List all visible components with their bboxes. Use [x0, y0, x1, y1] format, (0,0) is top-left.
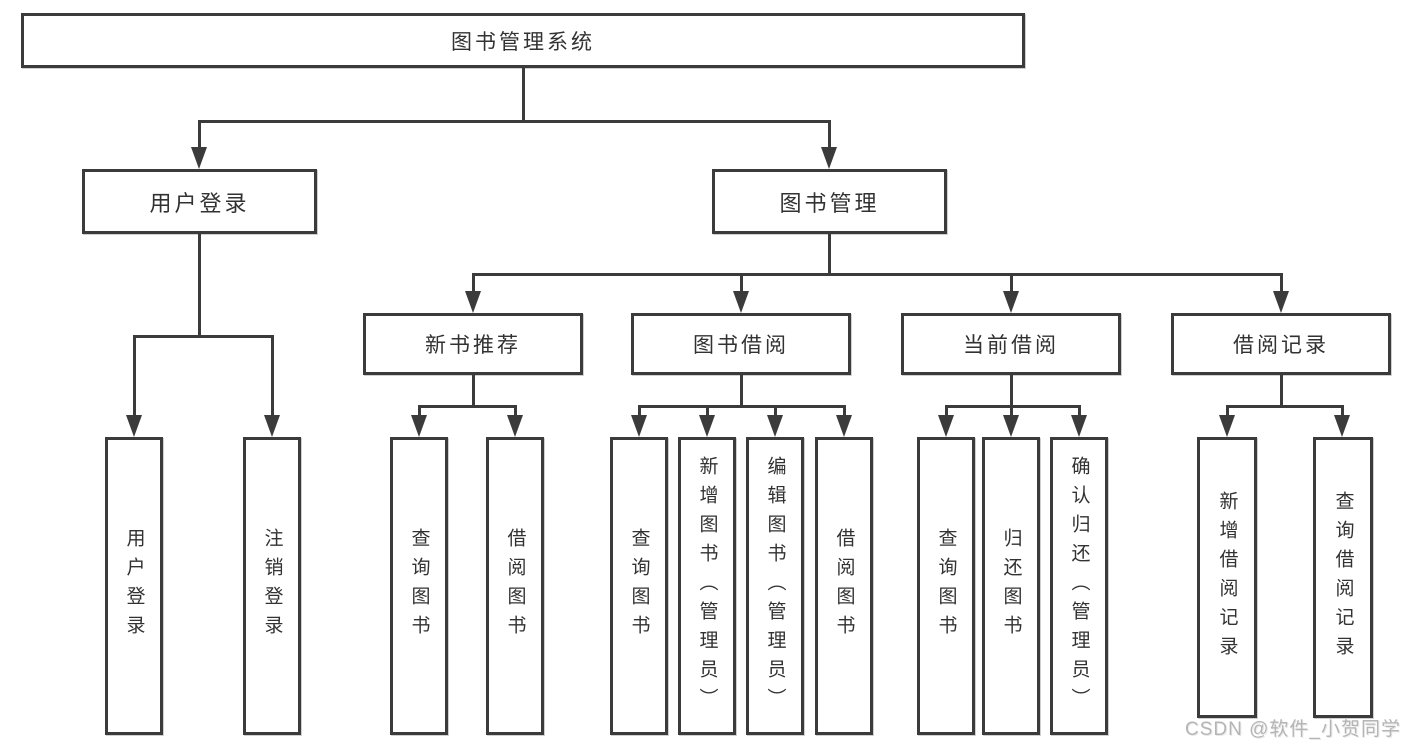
connector-recommend-arm-2	[513, 405, 517, 416]
leaf-recommend-query-book-label: 查询图书	[408, 528, 430, 644]
arrow-down-icon	[767, 415, 783, 437]
connector-l3-spine	[471, 273, 1283, 276]
node-book-borrow: 图书借阅	[631, 313, 851, 375]
leaf-current-query-book-label: 查询图书	[935, 528, 957, 644]
arrow-down-icon	[191, 147, 207, 169]
arrow-down-icon	[938, 415, 954, 437]
arrow-down-icon	[1334, 415, 1350, 437]
leaf-add-book-admin-label: 新增图书（管理员）	[696, 455, 718, 717]
node-new-book-recommend: 新书推荐	[363, 313, 583, 375]
leaf-logout-label: 注销登录	[261, 528, 283, 644]
connector-l3-arm-2	[739, 273, 743, 292]
connector-current-arm-2	[1009, 405, 1013, 416]
connector-login-arm-1	[132, 335, 136, 416]
arrow-down-icon	[836, 415, 852, 437]
leaf-recommend-borrow-book-label: 借阅图书	[504, 528, 526, 644]
leaf-borrow-book-label: 借阅图书	[833, 528, 855, 644]
connector-login-arm-2	[270, 335, 274, 416]
connector-bookborrow-arm-1	[637, 405, 641, 416]
leaf-query-borrow-record: 查询借阅记录	[1313, 437, 1373, 718]
node-borrow-records: 借阅记录	[1171, 313, 1391, 375]
leaf-confirm-return-admin-label: 确认归还（管理员）	[1068, 455, 1090, 717]
connector-current-split	[944, 405, 1081, 408]
leaf-confirm-return-admin: 确认归还（管理员）	[1050, 437, 1108, 735]
arrow-down-icon	[465, 291, 481, 313]
arrow-down-icon	[1003, 415, 1019, 437]
leaf-return-book-label: 归还图书	[1000, 528, 1022, 644]
leaf-query-borrow-record-label: 查询借阅记录	[1332, 490, 1354, 665]
arrow-down-icon	[264, 415, 280, 437]
leaf-borrow-query-book: 查询图书	[610, 437, 668, 735]
connector-l3-arm-4	[1279, 273, 1283, 292]
connector-records-arm-1	[1225, 405, 1229, 416]
leaf-user-login: 用户登录	[105, 437, 163, 735]
leaf-borrow-book: 借阅图书	[815, 437, 873, 735]
leaf-recommend-borrow-book: 借阅图书	[486, 437, 544, 735]
connector-l3-arm-3	[1009, 273, 1013, 292]
csdn-watermark: CSDN @软件_小贺同学	[1185, 719, 1401, 740]
connector-records-drop	[1279, 375, 1283, 405]
leaf-current-query-book: 查询图书	[917, 437, 975, 735]
leaf-add-book-admin: 新增图书（管理员）	[678, 437, 736, 735]
connector-recommend-split	[417, 405, 517, 408]
connector-current-arm-1	[944, 405, 948, 416]
connector-mgmt-drop	[827, 234, 831, 273]
node-current-borrow-label: 当前借阅	[963, 334, 1059, 357]
connector-current-drop	[1009, 375, 1013, 405]
node-new-book-recommend-label: 新书推荐	[425, 334, 521, 357]
arrow-down-icon	[1219, 415, 1235, 437]
connector-recommend-arm-1	[417, 405, 421, 416]
node-book-borrow-label: 图书借阅	[693, 334, 789, 357]
node-current-borrow: 当前借阅	[901, 313, 1121, 375]
arrow-down-icon	[1071, 415, 1087, 437]
node-user-login: 用户登录	[82, 169, 317, 234]
connector-bookborrow-arm-4	[842, 405, 846, 416]
arrow-down-icon	[821, 147, 837, 169]
connector-login-drop	[197, 234, 201, 335]
arrow-down-icon	[733, 291, 749, 313]
leaf-recommend-query-book: 查询图书	[390, 437, 448, 735]
leaf-borrow-query-book-label: 查询图书	[628, 528, 650, 644]
connector-bookborrow-arm-3	[773, 405, 777, 416]
arrow-down-icon	[126, 415, 142, 437]
node-library-system-label: 图书管理系统	[451, 30, 595, 54]
node-library-system: 图书管理系统	[21, 13, 1025, 68]
arrow-down-icon	[1273, 291, 1289, 313]
connector-records-split	[1225, 405, 1344, 408]
connector-bookborrow-split	[637, 405, 846, 408]
connector-root-drop	[521, 68, 525, 120]
leaf-edit-book-admin: 编辑图书（管理员）	[746, 437, 804, 735]
node-book-management-label: 图书管理	[779, 190, 880, 216]
connector-current-arm-3	[1077, 405, 1081, 416]
arrow-down-icon	[411, 415, 427, 437]
leaf-edit-book-admin-label: 编辑图书（管理员）	[764, 455, 786, 717]
leaf-return-book: 归还图书	[982, 437, 1040, 735]
connector-l2-split	[197, 120, 831, 123]
connector-l2-arm-right	[827, 120, 831, 148]
leaf-user-login-label: 用户登录	[123, 528, 145, 644]
connector-login-split	[132, 335, 274, 338]
arrow-down-icon	[699, 415, 715, 437]
node-user-login-label: 用户登录	[149, 190, 250, 216]
connector-bookborrow-arm-2	[705, 405, 709, 416]
leaf-add-borrow-record-label: 新增借阅记录	[1216, 490, 1238, 665]
connector-recommend-drop	[471, 375, 475, 405]
connector-bookborrow-drop	[739, 375, 743, 405]
arrow-down-icon	[631, 415, 647, 437]
node-borrow-records-label: 借阅记录	[1233, 334, 1329, 357]
connector-l2-arm-left	[197, 120, 201, 148]
leaf-logout: 注销登录	[243, 437, 301, 735]
node-book-management: 图书管理	[712, 169, 947, 234]
arrow-down-icon	[1003, 291, 1019, 313]
leaf-add-borrow-record: 新增借阅记录	[1197, 437, 1257, 718]
arrow-down-icon	[507, 415, 523, 437]
connector-l3-arm-1	[471, 273, 475, 292]
connector-records-arm-2	[1340, 405, 1344, 416]
